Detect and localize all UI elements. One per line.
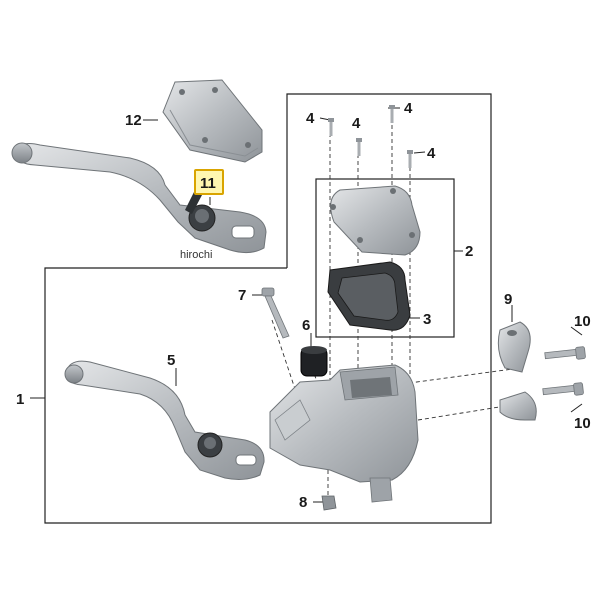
callout-2: 2 [465,243,473,260]
pivot-bolt-part-7 [261,287,290,339]
clamp-bolt-part-10 [542,346,586,396]
callout-10-a: 10 [574,313,591,330]
nut-part-8 [321,495,337,511]
callout-12: 12 [125,112,142,129]
handlebar-clamp-part-9 [497,321,537,421]
bushing-part-6 [300,346,328,377]
lever-with-adjuster-part-11 [11,142,267,254]
callout-11: 11 [200,175,216,192]
callout-4-d: 4 [427,145,436,162]
callout-11-highlight [194,169,224,195]
callout-4-a: 4 [306,110,315,127]
assembly-frame-outer [44,93,492,524]
watermark: hirochi [180,249,212,261]
screw-part-4 [328,105,413,168]
callout-8: 8 [299,494,307,511]
callout-9: 9 [504,291,512,308]
reservoir-frame [315,178,455,338]
callout-5: 5 [167,352,175,369]
callout-7: 7 [238,287,246,304]
reservoir-lid-part-2 [330,185,421,256]
lever-part-5 [64,360,265,480]
gasket-part-3 [327,261,411,331]
callout-6: 6 [302,317,310,334]
callout-10-b: 10 [574,415,591,432]
callout-3: 3 [423,311,431,328]
reservoir-cover-part-12 [162,79,263,163]
callout-1: 1 [16,391,24,408]
callout-4-b: 4 [352,115,361,132]
master-cylinder-housing [269,364,419,503]
callout-4-c: 4 [404,100,413,117]
